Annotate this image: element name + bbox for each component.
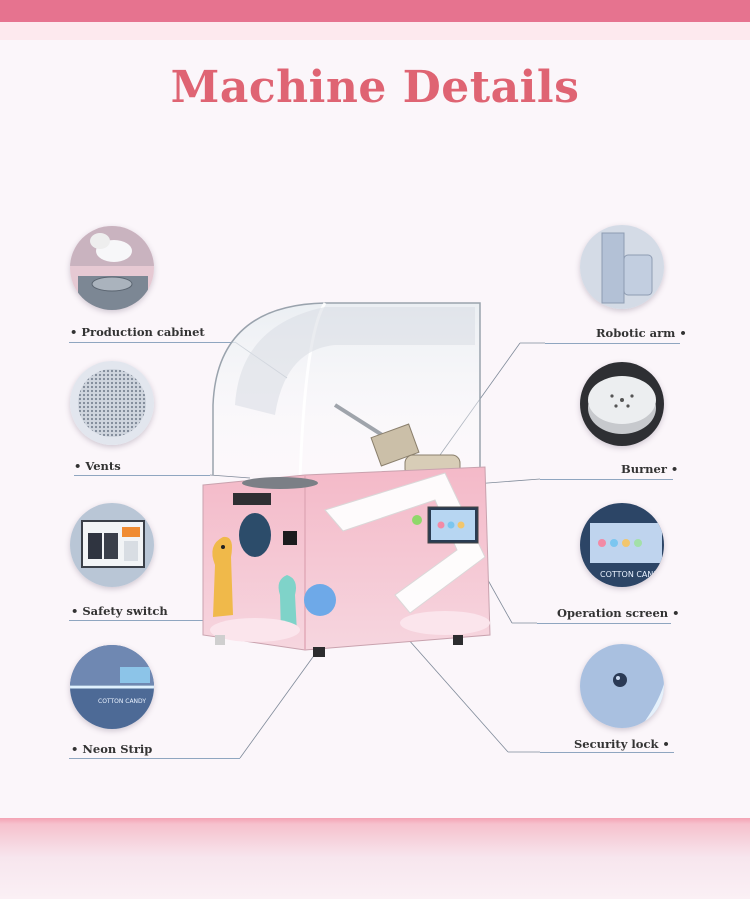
- underline-production-cabinet: [69, 342, 235, 343]
- underline-vents: [74, 475, 210, 476]
- robotic-arm-thumb: [580, 225, 664, 309]
- label-vents: • Vents: [74, 459, 121, 473]
- operation-screen-thumb: COTTON CANDY: [580, 503, 664, 587]
- label-burner: Burner •: [621, 462, 679, 476]
- production-cabinet-thumb: [70, 226, 154, 310]
- underline-burner: [540, 479, 673, 480]
- cotton-candy-machine: [202, 302, 491, 657]
- page-title: Machine Details: [170, 62, 580, 113]
- label-production-cabinet: • Production cabinet: [70, 325, 205, 339]
- label-robotic-arm: Robotic arm •: [596, 326, 687, 340]
- screen-brand-text: COTTON CANDY: [600, 570, 664, 579]
- underline-safety-switch: [69, 620, 205, 621]
- vents-thumb: [70, 361, 154, 445]
- label-operation-screen: Operation screen •: [557, 606, 680, 620]
- neon-strip-thumb: COTTON CANDY: [70, 645, 154, 729]
- underline-security-lock: [540, 752, 674, 753]
- top-band-light: [0, 22, 750, 40]
- underline-robotic-arm: [545, 343, 680, 344]
- safety-switch-thumb: [70, 503, 154, 587]
- leader-security-lock: [399, 629, 509, 753]
- top-band: [0, 0, 750, 22]
- leader-neon-strip: [239, 649, 319, 759]
- label-neon-strip: • Neon Strip: [71, 742, 153, 756]
- leader-vents: [209, 474, 251, 479]
- neon-strip-brand-text: COTTON CANDY: [98, 698, 146, 705]
- burner-thumb: [580, 362, 664, 446]
- label-security-lock: Security lock •: [574, 737, 670, 751]
- bottom-band: [0, 818, 750, 899]
- security-lock-thumb: [580, 644, 664, 728]
- underline-neon-strip: [69, 758, 240, 759]
- label-safety-switch: • Safety switch: [71, 604, 168, 618]
- underline-operation-screen: [537, 623, 671, 624]
